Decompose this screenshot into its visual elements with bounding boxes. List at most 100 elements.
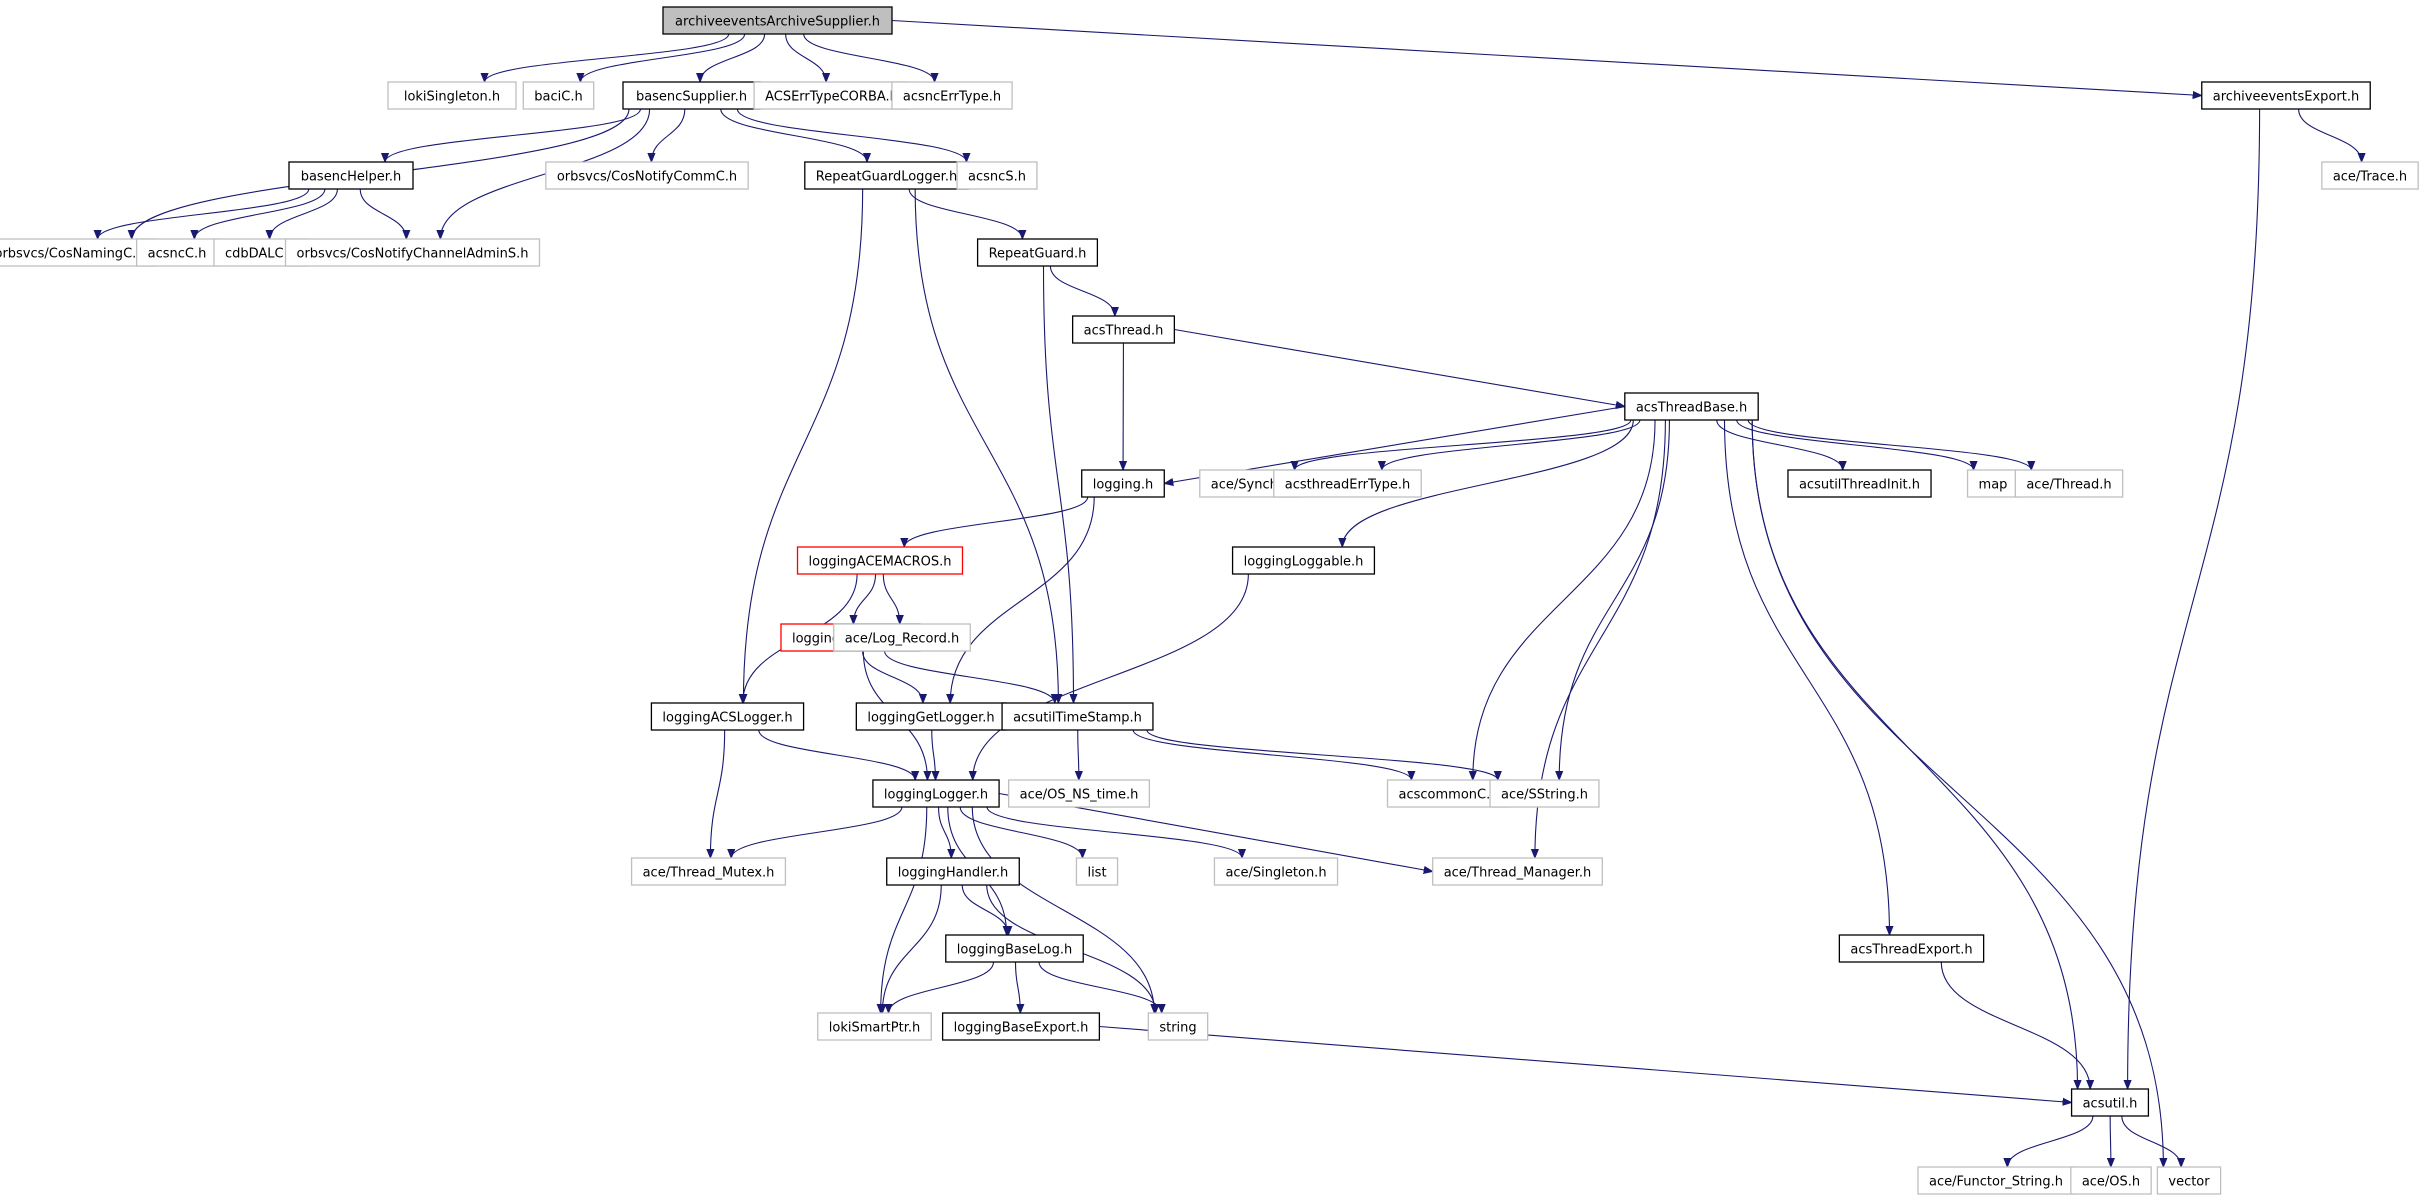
node-box (387, 81, 517, 110)
node-aceFunctorString[interactable]: ace/Functor_String.h (1917, 1166, 2075, 1195)
node-label: ace/Functor_String.h (1929, 1175, 2063, 1190)
node-box (886, 857, 1020, 886)
node-acsThreadBase[interactable]: acsThreadBase.h (1624, 392, 1759, 421)
node-basencHelper[interactable]: basencHelper.h (288, 161, 414, 190)
node-vector[interactable]: vector (2156, 1166, 2222, 1195)
node-CosNotifyChannelAdminS[interactable]: orbsvcs/CosNotifyChannelAdminS.h (284, 238, 541, 267)
node-acsthreadErrType[interactable]: acsthreadErrType.h (1273, 469, 1422, 498)
node-label: loggingBaseLog.h (957, 943, 1072, 958)
node-label: loggingACEMACROS.h (809, 555, 952, 570)
edge-archiveeventsExport-to-aceTrace (2298, 108, 2362, 163)
node-loggingHandler[interactable]: loggingHandler.h (886, 857, 1020, 886)
node-loggingBaseExport[interactable]: loggingBaseExport.h (941, 1012, 1101, 1041)
node-acsutil[interactable]: acsutil.h (2070, 1088, 2150, 1117)
edge-acsutilTimeStamp-to-aceOSNStime (1078, 729, 1079, 780)
node-RepeatGuardLogger[interactable]: RepeatGuardLogger.h (804, 161, 969, 190)
node-aceSString[interactable]: ace/SString.h (1489, 779, 1600, 808)
node-label: acsncC.h (148, 247, 207, 262)
node-box (1917, 1166, 2075, 1195)
edge-loggingMACROS-to-loggingGetLogger (862, 650, 923, 704)
node-box (891, 81, 1013, 110)
node-acsutilThreadInit[interactable]: acsutilThreadInit.h (1787, 469, 1932, 498)
node-acsncC[interactable]: acsncC.h (135, 238, 219, 267)
node-box (796, 546, 964, 575)
node-baciC[interactable]: baciC.h (522, 81, 595, 110)
edge-loggingLoggable-to-loggingLogger (973, 573, 1249, 780)
node-loggingLogger[interactable]: loggingLogger.h (872, 779, 1000, 808)
node-loggingBaseLog[interactable]: loggingBaseLog.h (945, 934, 1084, 963)
edge-acsThreadBase-to-acsthreadErrType (1382, 419, 1641, 471)
node-acsncS[interactable]: acsncS.h (956, 161, 1038, 190)
edge-basencHelper-to-cdbDALC (270, 188, 338, 240)
node-label: ACSErrTypeCORBA.h (765, 90, 898, 105)
node-aceLogRecord[interactable]: ace/Log_Record.h (833, 623, 971, 652)
node-map[interactable]: map (1966, 469, 2020, 498)
edge-RepeatGuard-to-acsThread (1049, 265, 1115, 317)
edge-loggingLogger-to-list (959, 806, 1082, 859)
edge-RepeatGuardLogger-to-loggingACSLogger (743, 188, 864, 703)
edge-basencSupplier-to-RepeatGuardLogger (720, 108, 867, 163)
edge-acsThreadBase-to-aceSynch (1295, 419, 1632, 471)
node-list[interactable]: list (1075, 857, 1119, 886)
node-aceOSNStime[interactable]: ace/OS_NS_time.h (1007, 779, 1151, 808)
node-box (0, 238, 157, 267)
node-logging[interactable]: logging.h (1081, 469, 1165, 498)
node-aceThreadMutex[interactable]: ace/Thread_Mutex.h (630, 857, 787, 886)
edge-acsutil-to-aceFunctorString (2007, 1115, 2094, 1168)
node-loggingGetLogger[interactable]: loggingGetLogger.h (855, 702, 1007, 731)
node-box (288, 161, 414, 190)
node-box (1273, 469, 1422, 498)
node-label: orbsvcs/CosNotifyChannelAdminS.h (297, 247, 529, 262)
edge-basencHelper-to-CosNamingC (98, 188, 310, 240)
node-box (1624, 392, 1759, 421)
node-RepeatGuard[interactable]: RepeatGuard.h (976, 238, 1099, 267)
node-acsThread[interactable]: acsThread.h (1071, 315, 1176, 344)
node-root[interactable]: archiveeventsArchiveSupplier.h (662, 6, 893, 35)
node-box (976, 238, 1099, 267)
node-acsutilTimeStamp[interactable]: acsutilTimeStamp.h (1001, 702, 1154, 731)
node-lokiSingleton[interactable]: lokiSingleton.h (387, 81, 517, 110)
node-box (1071, 315, 1176, 344)
node-label: basencSupplier.h (636, 90, 747, 105)
node-basencSupplier[interactable]: basencSupplier.h (622, 81, 761, 110)
node-archiveeventsExport[interactable]: archiveeventsExport.h (2201, 81, 2371, 110)
node-box (135, 238, 219, 267)
node-acsThreadExport[interactable]: acsThreadExport.h (1838, 934, 1985, 963)
node-ACSErrTypeCORBA[interactable]: ACSErrTypeCORBA.h (753, 81, 910, 110)
node-CosNotifyCommC[interactable]: orbsvcs/CosNotifyCommC.h (545, 161, 749, 190)
node-aceSingleton[interactable]: ace/Singleton.h (1213, 857, 1339, 886)
node-loggingACEMACROS[interactable]: loggingACEMACROS.h (796, 546, 964, 575)
edge-acsThreadBase-to-vector (1751, 419, 2163, 1167)
edge-acsThreadBase-to-loggingLoggable (1342, 419, 1634, 547)
node-aceTrace[interactable]: ace/Trace.h (2321, 161, 2419, 190)
edge-acsThread-to-acsThreadBase (1174, 328, 1624, 407)
node-label: acsThread.h (1084, 324, 1164, 339)
node-aceThread[interactable]: ace/Thread.h (2014, 469, 2124, 498)
node-label: ace/OS.h (2082, 1175, 2140, 1190)
node-label: acsThreadExport.h (1850, 943, 1972, 958)
node-acsncErrType[interactable]: acsncErrType.h (891, 81, 1013, 110)
node-label: acsncErrType.h (903, 90, 1001, 105)
node-label: loggingHandler.h (898, 866, 1009, 881)
edge-logging-to-loggingGetLogger (950, 496, 1095, 703)
node-loggingACSLogger[interactable]: loggingACSLogger.h (650, 702, 805, 731)
node-lokiSmartPtr[interactable]: lokiSmartPtr.h (817, 1012, 932, 1041)
node-box (1432, 857, 1603, 886)
edge-loggingACEMACROS-to-aceLogRecord (882, 573, 900, 624)
node-label: acsutilTimeStamp.h (1013, 711, 1142, 726)
node-loggingLoggable[interactable]: loggingLoggable.h (1231, 546, 1376, 575)
edge-RepeatGuard-to-acsutilTimeStamp (1042, 265, 1074, 703)
node-label: acsutilThreadInit.h (1799, 478, 1920, 493)
edge-acsutilTimeStamp-to-aceSString (1146, 729, 1498, 781)
edge-acsThreadBase-to-acsutilThreadInit (1716, 419, 1843, 471)
node-box (284, 238, 541, 267)
node-aceThreadManager[interactable]: ace/Thread_Manager.h (1432, 857, 1603, 886)
node-label: RepeatGuard.h (989, 247, 1087, 262)
edge-root-to-lokiSingleton (485, 33, 730, 83)
node-string[interactable]: string (1147, 1012, 1209, 1041)
node-box (833, 623, 971, 652)
node-aceOS[interactable]: ace/OS.h (2070, 1166, 2152, 1195)
edge-loggingBaseLog-to-string (1038, 961, 1162, 1014)
edge-root-to-archiveeventsExport (891, 19, 2202, 96)
node-CosNamingC[interactable]: orbsvcs/CosNamingC.h (0, 238, 157, 267)
